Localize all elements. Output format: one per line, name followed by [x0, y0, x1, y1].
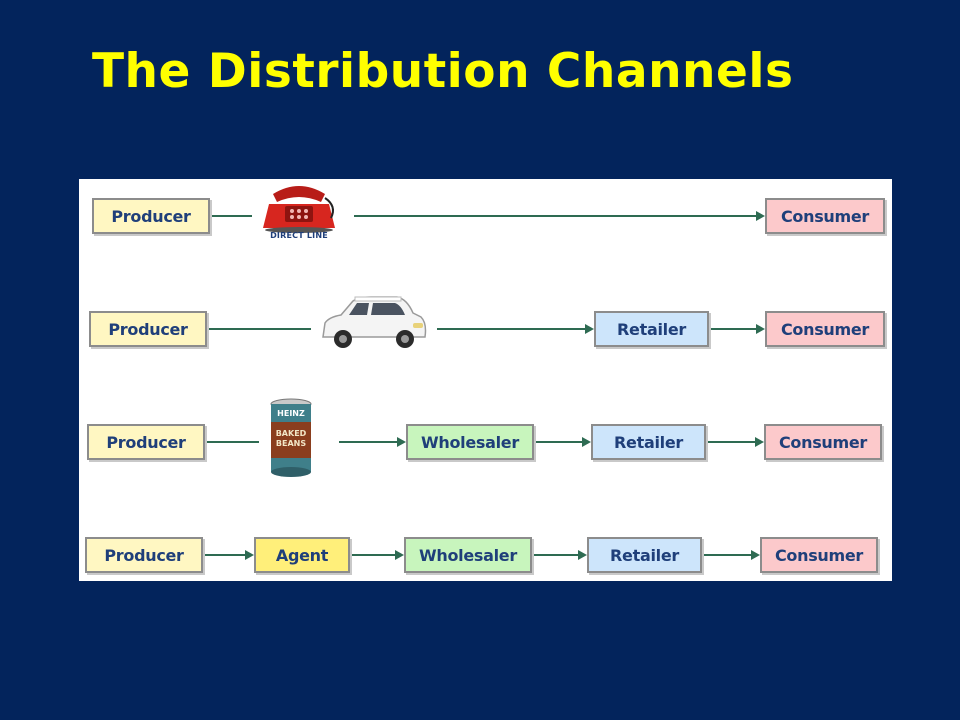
connector-line: [352, 554, 395, 556]
producer-box: Producer: [92, 198, 210, 234]
retailer-box: Retailer: [594, 311, 709, 347]
consumer-box: Consumer: [765, 311, 885, 347]
can-label-line3: BEANS: [276, 439, 306, 448]
connector-line: [536, 441, 582, 443]
phone-caption: DIRECT LINE: [270, 231, 328, 240]
retailer-box: Retailer: [591, 424, 706, 460]
wholesaler-box: Wholesaler: [406, 424, 534, 460]
connector-arrow: [585, 324, 594, 334]
connector-arrow: [582, 437, 591, 447]
connector-arrow: [755, 437, 764, 447]
consumer-box: Consumer: [760, 537, 878, 573]
connector-line: [205, 441, 259, 443]
producer-box: Producer: [89, 311, 207, 347]
connector-arrow: [397, 437, 406, 447]
connector-arrow: [756, 324, 765, 334]
producer-box: Producer: [85, 537, 203, 573]
connector-line: [205, 554, 245, 556]
connector-line: [437, 328, 585, 330]
producer-box: Producer: [87, 424, 205, 460]
connector-line: [207, 328, 311, 330]
can-label-line2: BAKED: [276, 429, 307, 438]
can-brand: HEINZ: [277, 409, 305, 418]
wholesaler-box: Wholesaler: [404, 537, 532, 573]
connector-arrow: [578, 550, 587, 560]
connector-arrow: [751, 550, 760, 560]
agent-box: Agent: [254, 537, 350, 573]
connector-arrow: [245, 550, 254, 560]
channel-row-agent: Producer Agent Wholesaler Retailer Consu…: [79, 531, 892, 579]
channel-row-wholesale: HEINZ BAKED BEANS Producer Wholesaler Re…: [79, 398, 892, 477]
retailer-box: Retailer: [587, 537, 702, 573]
connector-line: [704, 554, 751, 556]
connector-line: [708, 441, 755, 443]
phone-icon: DIRECT LINE: [255, 184, 343, 246]
channel-row-retail: Producer Retailer Consumer: [79, 296, 892, 353]
connector-line: [339, 441, 397, 443]
channel-row-direct: DIRECT LINE Producer Consumer: [79, 186, 892, 240]
slide-title: The Distribution Channels: [92, 44, 794, 99]
connector-arrow: [756, 211, 765, 221]
connector-line: [210, 215, 252, 217]
consumer-box: Consumer: [765, 198, 885, 234]
connector-arrow: [395, 550, 404, 560]
baked-beans-can-icon: HEINZ BAKED BEANS: [263, 396, 319, 480]
connector-line: [354, 215, 756, 217]
car-icon: [315, 293, 431, 353]
distribution-channels-diagram: DIRECT LINE Producer Consumer Producer: [79, 179, 892, 581]
consumer-box: Consumer: [764, 424, 882, 460]
connector-line: [711, 328, 756, 330]
connector-line: [534, 554, 578, 556]
